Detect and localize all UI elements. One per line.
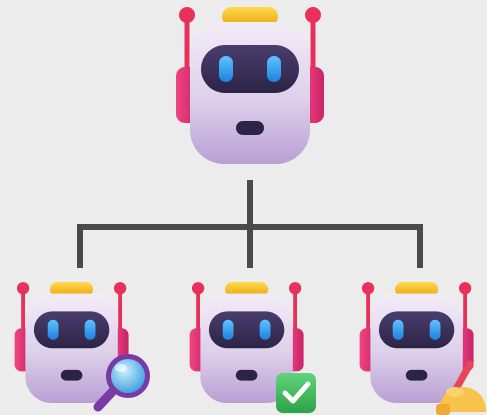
writing-hand-icon xyxy=(436,360,486,415)
root-robot-icon xyxy=(176,7,324,164)
check-mark-icon xyxy=(276,373,316,413)
connector-lines xyxy=(77,180,423,268)
magnifying-glass-icon xyxy=(93,354,150,412)
